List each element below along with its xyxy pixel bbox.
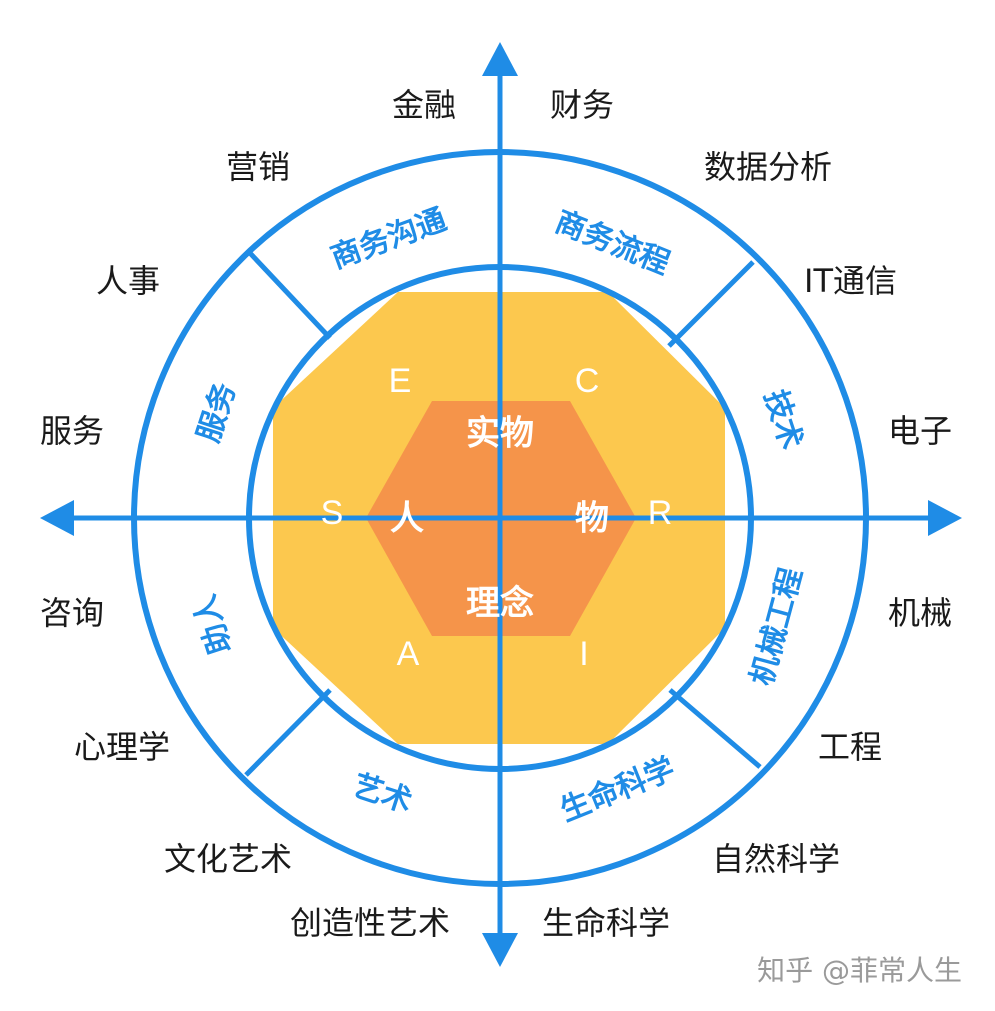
ring-label-business-comm: 商务沟通 bbox=[326, 202, 451, 276]
watermark-text: 知乎 @菲常人生 bbox=[757, 954, 962, 987]
ring-label-service: 服务 bbox=[191, 379, 243, 447]
label-finance: 金融 bbox=[392, 86, 456, 124]
label-service: 服务 bbox=[40, 412, 104, 450]
arrowhead-down-icon bbox=[482, 933, 518, 967]
ring-label-technology: 技术 bbox=[757, 386, 809, 454]
ring-divider-nw bbox=[247, 250, 332, 340]
label-culture-art: 文化艺术 bbox=[164, 840, 292, 878]
ring-divider-sw bbox=[244, 688, 332, 777]
core-people: 人 bbox=[390, 499, 424, 539]
label-data-analysis: 数据分析 bbox=[704, 148, 832, 186]
label-psychology: 心理学 bbox=[74, 728, 170, 766]
ring-divider-se bbox=[668, 688, 762, 769]
core-ideas: 理念 bbox=[466, 584, 534, 624]
label-electronics: 电子 bbox=[888, 412, 952, 450]
core-objects: 物 bbox=[575, 499, 609, 539]
riasec-s: S bbox=[321, 494, 344, 532]
label-creative-art: 创造性艺术 bbox=[290, 904, 450, 942]
core-things: 实物 bbox=[466, 414, 534, 454]
riasec-i: I bbox=[579, 635, 588, 673]
arrowhead-up-icon bbox=[482, 42, 518, 76]
label-machinery: 机械 bbox=[888, 594, 952, 632]
riasec-a: A bbox=[397, 635, 420, 673]
arrowhead-right-icon bbox=[928, 500, 962, 536]
riasec-e: E bbox=[389, 362, 412, 400]
label-natural-science: 自然科学 bbox=[712, 840, 840, 878]
label-accounting: 财务 bbox=[550, 86, 614, 124]
ring-divider-ne bbox=[667, 260, 755, 348]
label-life-science-outer: 生命科学 bbox=[542, 904, 670, 942]
ring-label-business-process: 商务流程 bbox=[550, 204, 674, 281]
ring-label-life-science: 生命科学 bbox=[555, 751, 679, 828]
label-hr: 人事 bbox=[96, 262, 160, 300]
label-engineering: 工程 bbox=[818, 728, 882, 766]
label-it-telecom: IT通信 bbox=[804, 262, 897, 300]
riasec-c: C bbox=[575, 362, 600, 400]
ring-label-art: 艺术 bbox=[348, 768, 416, 820]
label-marketing: 营销 bbox=[226, 148, 290, 186]
ring-label-helping: 助人 bbox=[187, 590, 239, 658]
arrowhead-left-icon bbox=[40, 500, 74, 536]
ring-label-mech-eng: 机械工程 bbox=[745, 564, 810, 689]
riasec-r: R bbox=[648, 494, 673, 532]
label-consulting: 咨询 bbox=[40, 594, 104, 632]
